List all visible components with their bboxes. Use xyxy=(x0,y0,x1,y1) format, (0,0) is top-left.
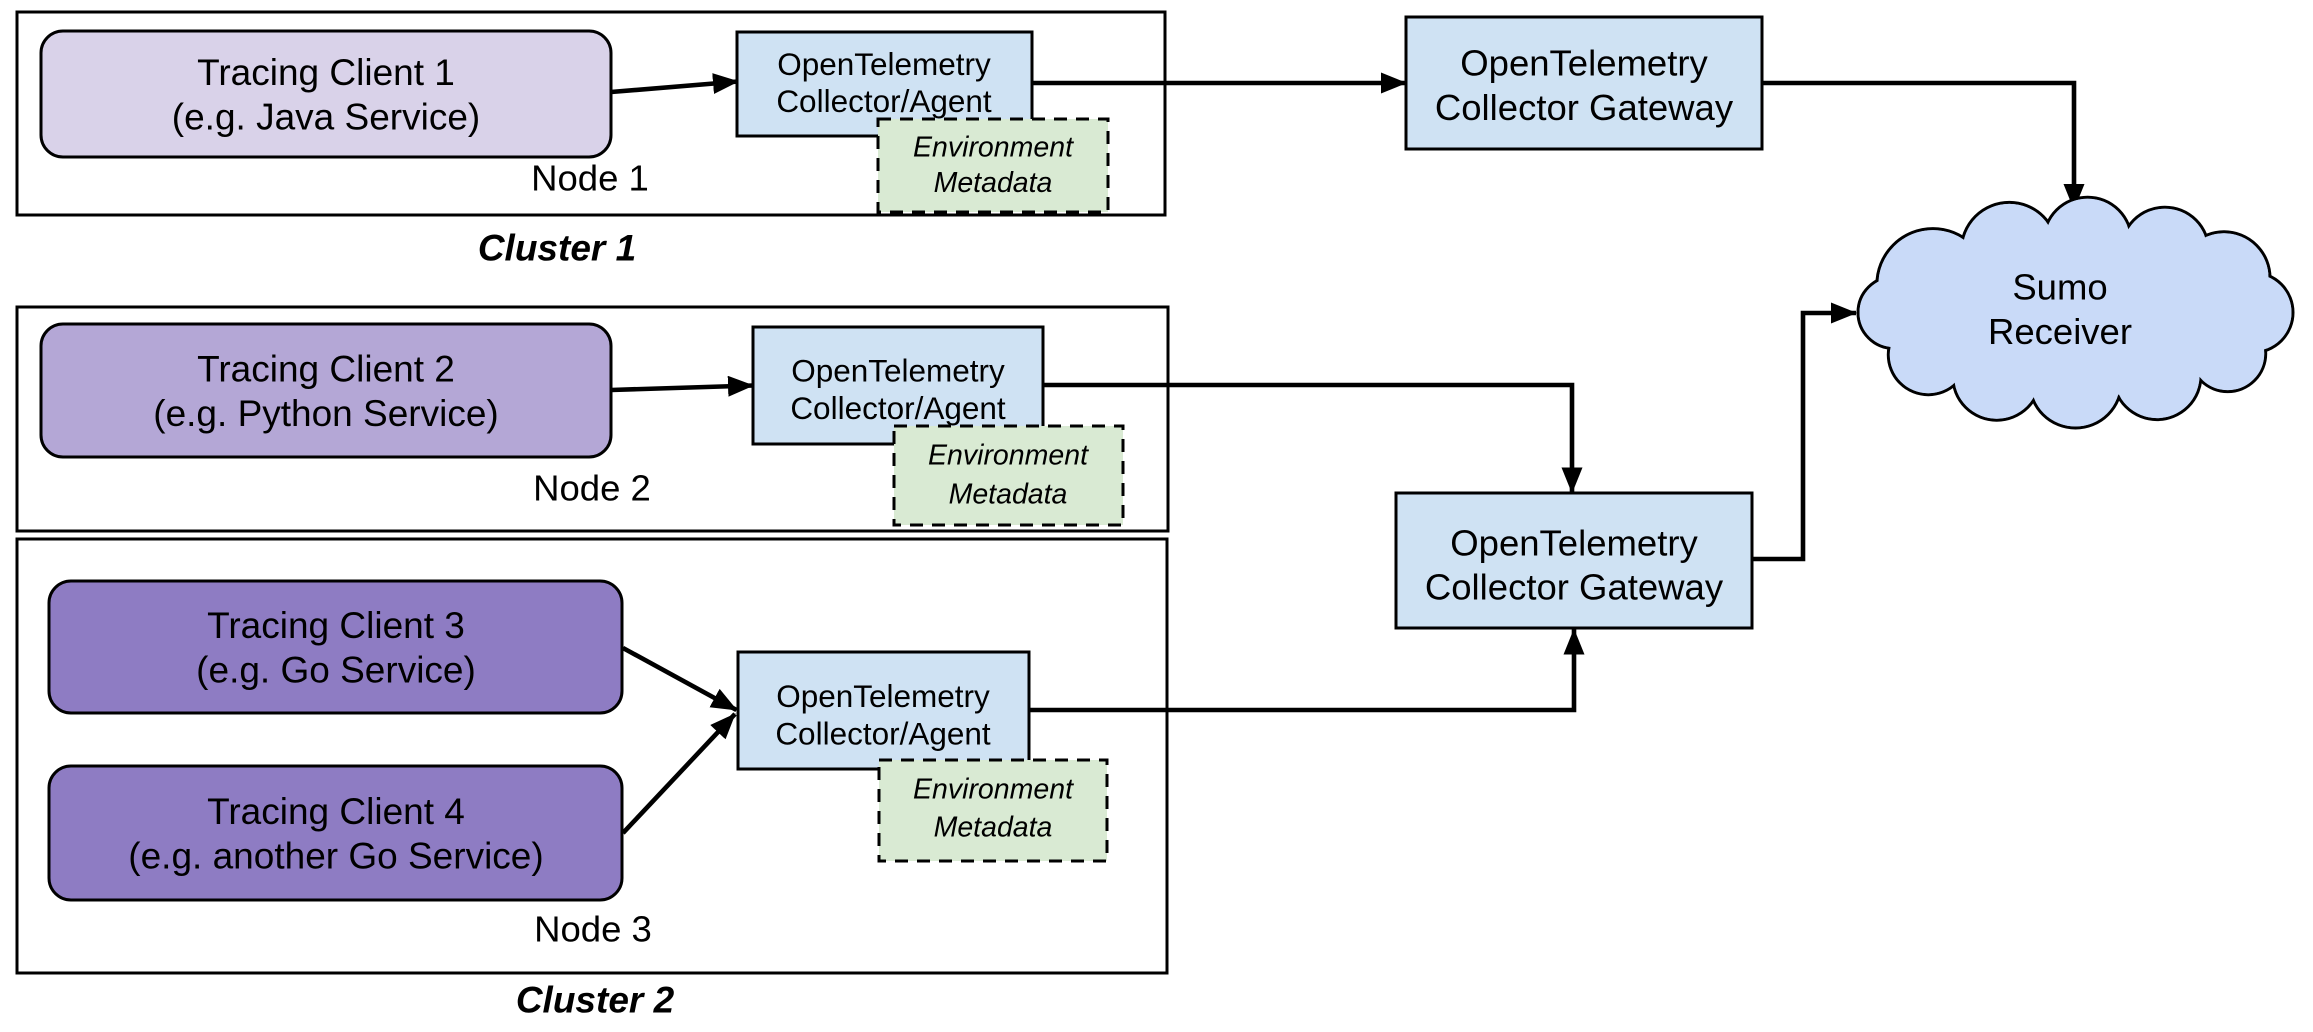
svg-text:Tracing Client 3: Tracing Client 3 xyxy=(207,605,465,646)
svg-text:Tracing Client 4: Tracing Client 4 xyxy=(207,791,465,832)
svg-text:Collector/Agent: Collector/Agent xyxy=(776,83,992,119)
svg-text:Node 2: Node 2 xyxy=(533,468,651,509)
svg-text:Metadata: Metadata xyxy=(949,479,1068,511)
svg-text:Collector/Agent: Collector/Agent xyxy=(775,716,991,752)
svg-text:Metadata: Metadata xyxy=(934,812,1053,844)
svg-text:Metadata: Metadata xyxy=(934,167,1053,199)
svg-text:Tracing Client 2: Tracing Client 2 xyxy=(197,349,455,390)
svg-text:OpenTelemetry: OpenTelemetry xyxy=(791,353,1005,389)
svg-text:Tracing Client 1: Tracing Client 1 xyxy=(197,52,455,93)
svg-text:Sumo: Sumo xyxy=(2012,267,2107,308)
svg-text:Cluster 2: Cluster 2 xyxy=(516,980,675,1021)
svg-text:Collector/Agent: Collector/Agent xyxy=(790,390,1006,426)
svg-text:Environment: Environment xyxy=(913,132,1074,164)
svg-text:OpenTelemetry: OpenTelemetry xyxy=(1460,43,1708,84)
svg-text:Collector Gateway: Collector Gateway xyxy=(1435,87,1734,128)
svg-text:(e.g. Java Service): (e.g. Java Service) xyxy=(172,97,480,138)
svg-text:OpenTelemetry: OpenTelemetry xyxy=(1450,523,1698,564)
svg-text:Environment: Environment xyxy=(913,774,1074,806)
svg-text:(e.g. another Go Service): (e.g. another Go Service) xyxy=(128,836,543,877)
svg-text:Cluster 1: Cluster 1 xyxy=(478,228,636,269)
svg-text:(e.g. Go Service): (e.g. Go Service) xyxy=(196,650,476,691)
svg-text:Collector Gateway: Collector Gateway xyxy=(1425,567,1724,608)
svg-text:Receiver: Receiver xyxy=(1988,311,2132,352)
svg-text:OpenTelemetry: OpenTelemetry xyxy=(776,678,990,714)
svg-text:Node 3: Node 3 xyxy=(534,909,652,950)
svg-text:Node 1: Node 1 xyxy=(531,158,649,199)
svg-text:OpenTelemetry: OpenTelemetry xyxy=(777,46,991,82)
svg-text:Environment: Environment xyxy=(928,440,1089,472)
svg-text:(e.g. Python Service): (e.g. Python Service) xyxy=(153,393,498,434)
